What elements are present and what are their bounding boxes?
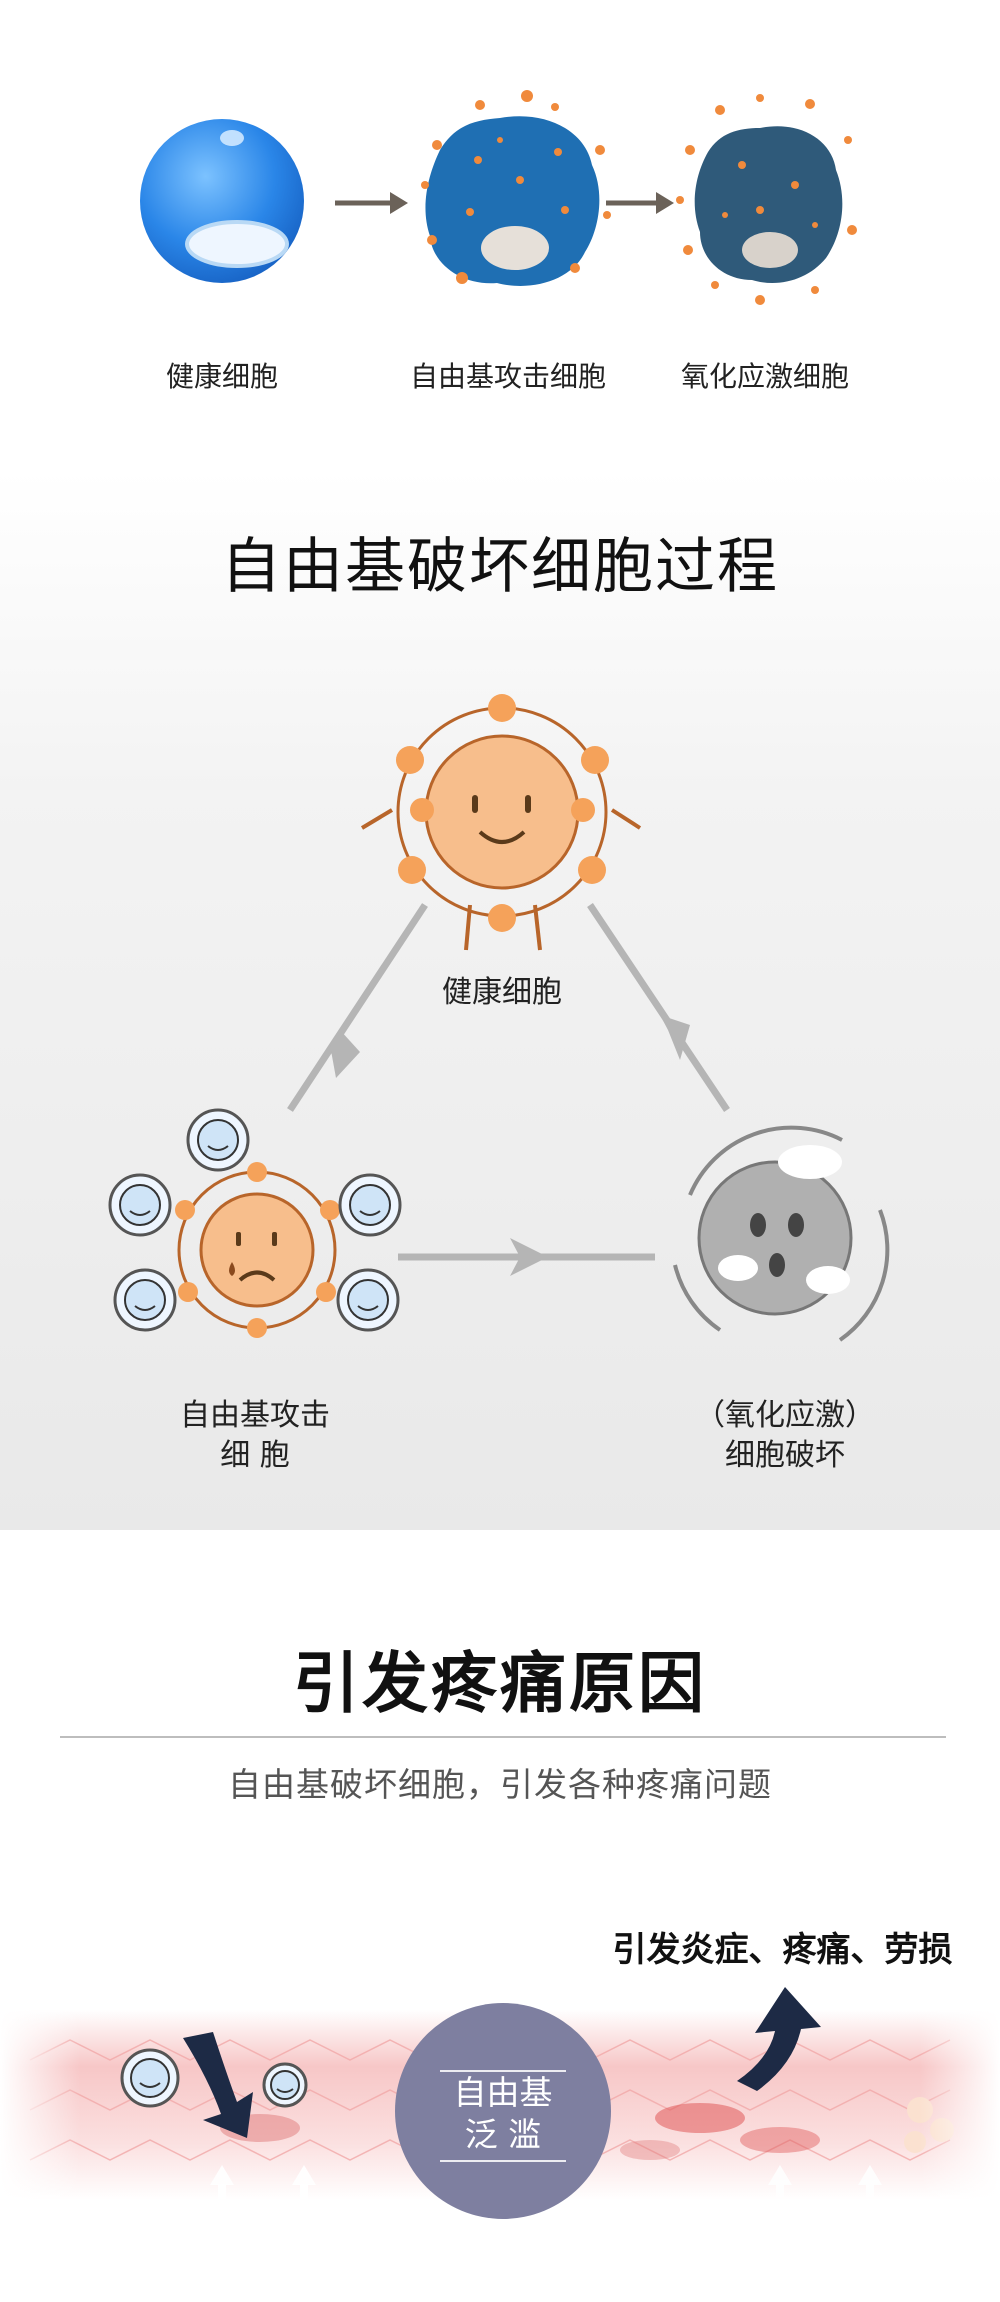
process-diagram: [108, 694, 890, 1342]
process-section: [0, 470, 1000, 1530]
free-radical-icon: [262, 2062, 308, 2108]
arrow-down-right-icon: [587, 903, 730, 1112]
free-radical-icon: [186, 1108, 250, 1172]
free-radical-icon: [336, 1268, 400, 1332]
damaged-cell-label: （氧化应激） 细胞破坏: [665, 1396, 905, 1476]
pain-cause-title: 引发疼痛原因: [293, 1645, 707, 1722]
up-arrow-icon: [737, 1987, 821, 2091]
healthy-cell-label: 健康细胞: [442, 975, 562, 1010]
stressed-cell-label: 氧化应激细胞: [680, 360, 849, 393]
healthy-cell-label: 健康细胞: [165, 360, 278, 393]
damaged-cell-label-line1: （氧化应激）: [695, 1398, 875, 1433]
sad-cell-icon: [175, 1162, 340, 1338]
badge-line1: 自由基: [453, 2073, 553, 2112]
arrow-right-icon: [335, 192, 408, 214]
healthy-cell-icon: [140, 119, 304, 283]
free-radical-icon: [338, 1173, 402, 1237]
arrow-down-left-icon: [287, 903, 428, 1112]
free-radical-badge: [395, 2003, 611, 2219]
badge-rule-bottom: [440, 2160, 566, 2162]
process-title: 自由基破坏细胞过程: [221, 532, 779, 602]
attack-cell-label: 自由基攻击 细 胞: [140, 1396, 370, 1476]
damaged-cell-label-line2: 细胞破坏: [725, 1438, 845, 1473]
attack-cell-label-line1: 自由基攻击: [180, 1398, 330, 1433]
badge-line2: 泛 滥: [464, 2115, 542, 2154]
down-arrow-icon: [183, 2032, 253, 2138]
section1-illustration: [140, 90, 857, 305]
arrow-right-icon: [606, 192, 674, 214]
free-radical-icon: [113, 1268, 177, 1332]
damaged-cell-icon: [673, 1125, 890, 1342]
happy-cell-icon: [360, 694, 642, 951]
free-radical-icon: [108, 1173, 172, 1237]
attack-cell-label-line2: 细 胞: [220, 1438, 290, 1473]
title-divider: [60, 1736, 946, 1738]
free-radical-icon: [120, 2048, 180, 2108]
badge-rule-top: [440, 2070, 566, 2072]
effect-text: 引发炎症、疼痛、劳损: [612, 1930, 953, 1970]
arrow-right-icon: [398, 1238, 655, 1276]
attacked-cell-label: 自由基攻击细胞: [409, 360, 606, 393]
badge-text: 自由基 泛 滥: [395, 2072, 611, 2156]
attacked-cell-icon: [421, 90, 611, 286]
stressed-cell-icon: [676, 94, 857, 305]
pain-cause-subtitle: 自由基破坏细胞，引发各种疼痛问题: [228, 1765, 772, 1804]
